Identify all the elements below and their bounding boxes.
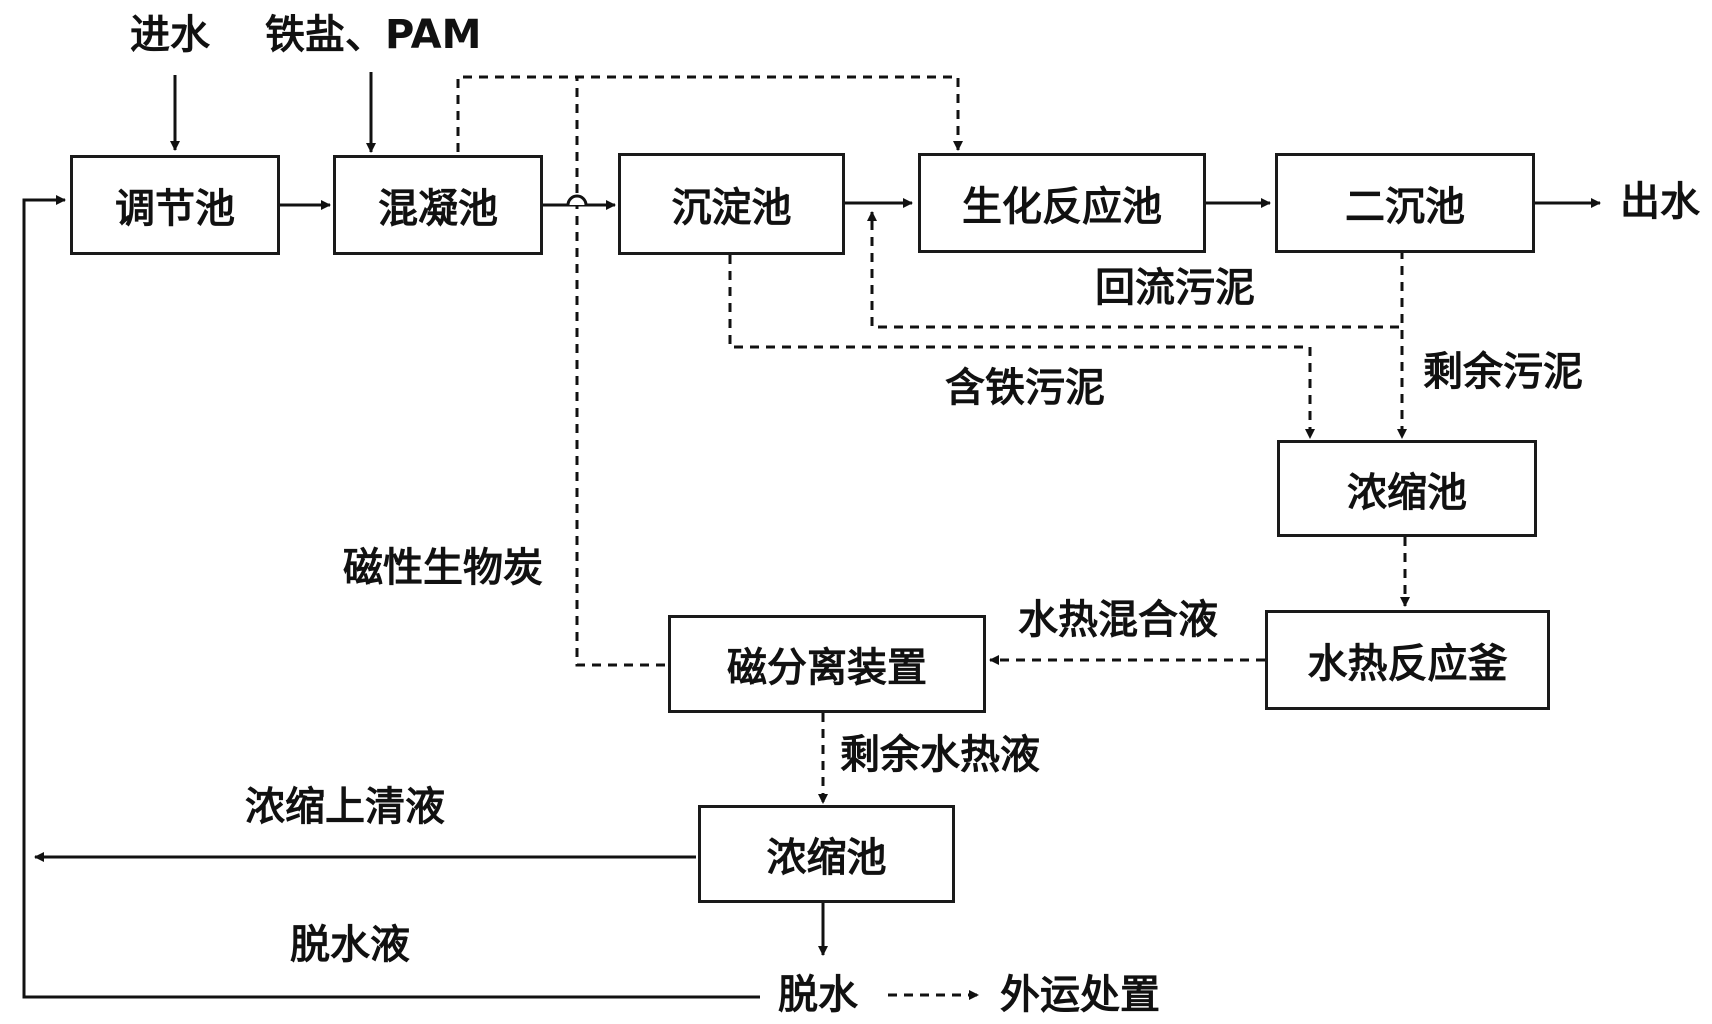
box-shenghua: 生化反应池 — [918, 153, 1206, 253]
magnetic-biochar-return-line — [575, 77, 665, 667]
biochar-to-shenghua-line — [456, 75, 963, 152]
label-tuoshui: 脱水 — [778, 972, 858, 1018]
label-waiyun: 外运处置 — [1000, 972, 1160, 1018]
box-chendian: 沉淀池 — [618, 153, 845, 255]
label-tuoshui-ye: 脱水液 — [290, 922, 410, 968]
box-erchen: 二沉池 — [1275, 153, 1535, 253]
label-cixing: 磁性生物炭 — [343, 545, 543, 591]
label-nongsuo-shangqing: 浓缩上清液 — [245, 784, 445, 830]
box-nongsuo-lower: 浓缩池 — [698, 805, 955, 903]
label-hantie: 含铁污泥 — [945, 365, 1105, 411]
label-shengyu: 剩余污泥 — [1423, 349, 1583, 395]
label-tieyan-pam: 铁盐、PAM — [265, 12, 482, 58]
box-tiaojie: 调节池 — [70, 155, 280, 255]
dewatering-return-line — [22, 195, 760, 999]
box-shuire: 水热反应釜 — [1265, 610, 1550, 710]
label-jinshui: 进水 — [130, 12, 210, 58]
box-hunning: 混凝池 — [333, 155, 543, 255]
label-shuire-hunhe: 水热混合液 — [1018, 597, 1218, 643]
box-cifenli: 磁分离装置 — [668, 615, 986, 713]
label-chushui: 出水 — [1620, 179, 1700, 225]
box-nongsuo-upper: 浓缩池 — [1277, 440, 1537, 537]
crossing-hop — [566, 194, 588, 206]
label-shengyu-shuire: 剩余水热液 — [840, 732, 1040, 778]
label-huiliu: 回流污泥 — [1095, 265, 1255, 311]
